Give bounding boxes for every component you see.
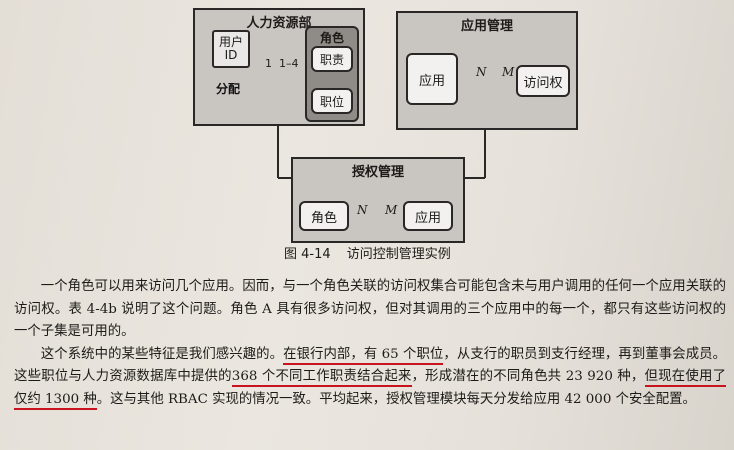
figure-caption: 图 4-14 访问控制管理实例 xyxy=(284,243,451,262)
p2-end: 。这与其他 RBAC 实现的情况一致。平均起来，授权管理模块每天分发给应用 42… xyxy=(96,391,696,407)
p2-roles: ，形成潜在的不同角色共 23 920 种， xyxy=(411,369,645,384)
app-n-label: N xyxy=(476,65,487,79)
role-group-title: 角色 xyxy=(319,31,344,45)
role-group: 角色 职责 职位 xyxy=(305,26,359,122)
underline-positions: 在银行内部，有 65 个职位 xyxy=(283,346,444,365)
body-text: 一个角色可以用来访问几个应用。因而，与一个角色关联的访问权集合可能包含未与用户调… xyxy=(14,276,726,411)
user-id-node: 用户 ID xyxy=(212,30,250,68)
access-node: 访问权 xyxy=(516,65,570,97)
duty-node: 职责 xyxy=(311,46,353,72)
app-node: 应用 xyxy=(406,53,458,105)
paragraph-1: 一个角色可以用来访问几个应用。因而，与一个角色关联的访问权集合可能包含未与用户调… xyxy=(14,279,726,339)
auth-role-node: 角色 xyxy=(299,201,349,231)
auth-management-title: 授权管理 xyxy=(351,165,404,180)
underline-usage: 但现在使用了仅约 1300 种 xyxy=(14,369,726,410)
app-m-label: M xyxy=(502,65,515,79)
ratio-label: 1 1–4 xyxy=(265,57,299,70)
p2-middle: ，从支行的职员到支行经理，再到董事会成员。这些职位与人力资源数据库中提供的 xyxy=(14,346,727,385)
app-management-box: 应用管理 应用 访问权 N M xyxy=(396,11,578,130)
position-node: 职位 xyxy=(311,88,353,114)
id-label: ID xyxy=(224,48,238,62)
caption-number: 图 4-14 xyxy=(284,247,331,262)
paragraph-2: 这个系统中的某些特征是我们感兴趣的。在银行内部，有 65 个职位，从支行的职员到… xyxy=(14,344,726,412)
auth-n-label: N xyxy=(357,203,368,217)
user-label: 用户 xyxy=(218,35,243,49)
caption-text: 访问控制管理实例 xyxy=(346,247,451,262)
auth-m-label: M xyxy=(385,203,398,217)
p2-intro: 这个系统中的某些特征是我们感兴趣的。 xyxy=(40,346,284,362)
underline-duties: 368 个不同工作职责结合起来 xyxy=(231,369,412,387)
auth-app-node: 应用 xyxy=(403,201,453,231)
hr-department-title: 人力资源部 xyxy=(246,16,312,31)
hr-department-box: 人力资源部 用户 ID 分配 1 1–4 角色 职责 职位 xyxy=(193,8,365,126)
app-management-title: 应用管理 xyxy=(460,19,513,34)
assign-label: 分配 xyxy=(216,82,241,96)
auth-management-box: 授权管理 角色 应用 N M xyxy=(291,157,465,243)
